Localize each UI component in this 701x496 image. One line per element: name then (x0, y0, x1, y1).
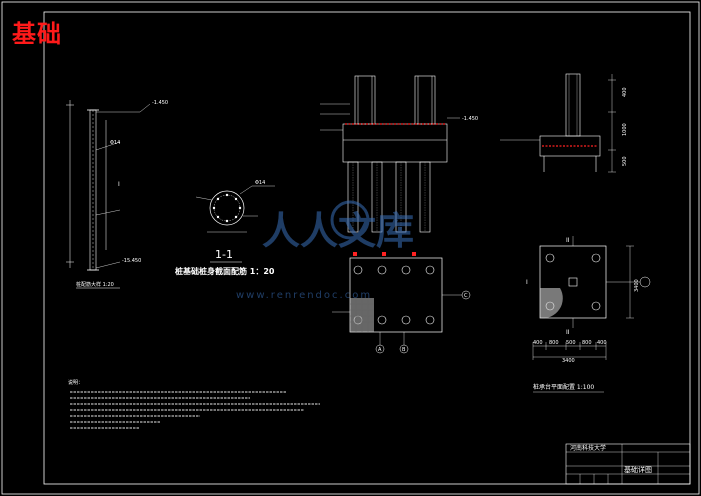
plan-dim-4: 800 (582, 340, 592, 346)
cap-section: -1.450 (320, 75, 478, 233)
title-block-drawing-name: 基础详图 (624, 465, 652, 474)
watermark-url: www.renrendoc.com (236, 290, 372, 301)
pile-cap-plan-title: 桩承台平面配置 1:100 (533, 383, 594, 391)
pile-cap-hatch (540, 288, 563, 319)
axis-label-c: C (464, 293, 468, 299)
title-block-school: 河南科技大学 (570, 444, 606, 452)
notes-title: 说明： (68, 379, 83, 386)
pile-level-bottom: -15.450 (122, 258, 141, 264)
pile-level-top: -1.450 (152, 100, 168, 106)
pile-side-label: I (118, 181, 120, 188)
cap-plan: A B C (332, 252, 471, 354)
pile-elevation: -1.450 -15.450 Φ14 I 桩配筋大样 1:20 (66, 100, 168, 289)
axis-label-b: B (402, 347, 406, 353)
cap-detail-dim-1: 400 (622, 87, 628, 97)
watermark-brand: 人人文库 (262, 209, 414, 253)
plan-label-top: II (566, 237, 570, 244)
section-rebar-label: Φ14 (255, 180, 265, 186)
pile-elevation-title: 桩配筋大样 1:20 (76, 281, 114, 288)
watermark: 人人文库 www.renrendoc.com (236, 200, 414, 301)
plan-dim-total: 3400 (562, 358, 575, 364)
plan-dim-2: 800 (549, 340, 559, 346)
plan-dim-3: 500 (566, 340, 576, 346)
cap-detail: 400 1000 500 (500, 73, 628, 173)
plan-dim-1: 400 (533, 340, 543, 346)
plan-dim-5: 400 (597, 340, 607, 346)
pile-cap-plan: II II I 3400 400 800 500 800 400 3400 桩承… (526, 236, 651, 393)
pile-detail-title: 桩基础桩身截面配筋 1：20 (175, 266, 275, 276)
plan-label-bottom: II (566, 329, 570, 336)
notes: 说明： (68, 379, 320, 429)
section-label: 1-1 (215, 248, 233, 261)
cap-detail-dim-3: 500 (622, 156, 628, 166)
drawing-heading: 基础 (12, 20, 62, 48)
axis-label-a: A (378, 347, 382, 353)
cap-section-level: -1.450 (462, 116, 478, 122)
pile-rebar-label: Φ14 (110, 140, 120, 146)
inner-frame (43, 11, 691, 485)
cap-detail-dim-2: 1000 (622, 123, 628, 136)
plan-dim-side: 3400 (634, 279, 640, 292)
title-block: 河南科技大学 基础详图 (565, 443, 691, 485)
plan-label-side: I (526, 279, 528, 286)
pile-section-detail: Φ14 1-1 桩基础桩身截面配筋 1：20 (175, 180, 275, 276)
